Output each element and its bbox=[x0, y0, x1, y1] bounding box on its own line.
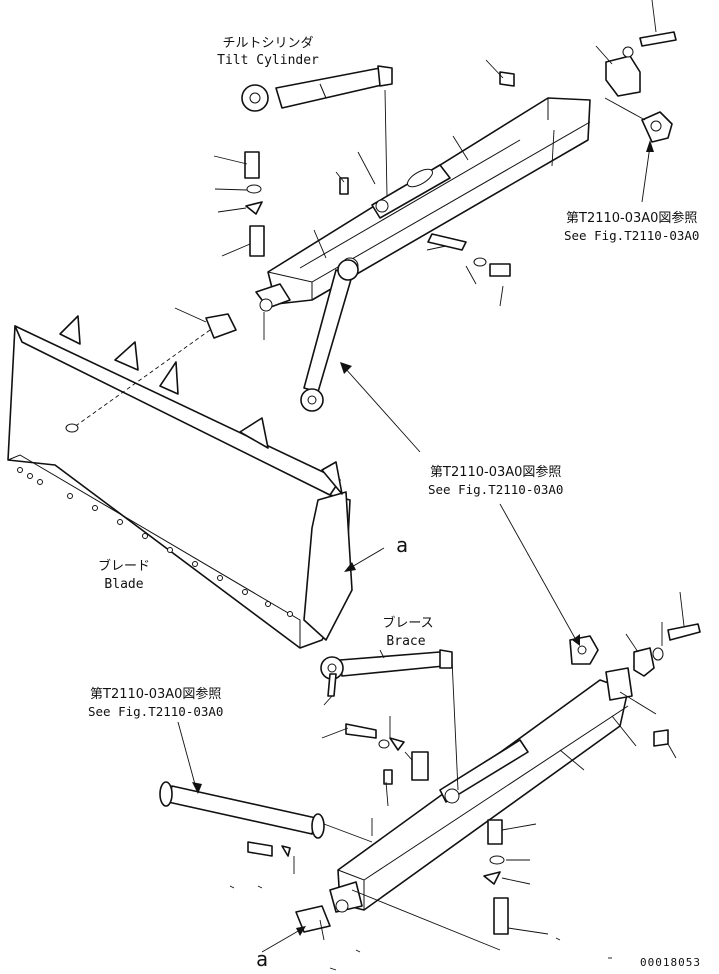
tilt-cylinder-label-jp: チルトシリンダ bbox=[222, 36, 313, 51]
blade-bolt-holes bbox=[17, 467, 293, 617]
brace-label-jp: ブレース bbox=[382, 615, 433, 631]
upper-brace-pipe bbox=[300, 259, 359, 412]
ref-label-top-jp: 第T2110-03A0図参照 bbox=[566, 210, 697, 226]
brace-label: Brace bbox=[386, 634, 425, 649]
ref-label-mid-jp: 第T2110-03A0図参照 bbox=[430, 464, 561, 480]
tilt-cylinder-label: Tilt Cylinder bbox=[217, 53, 319, 68]
drawing-number: 00018053 bbox=[640, 956, 701, 969]
labels: チルトシリンダ Tilt Cylinder 第T2110-03A0図参照 See… bbox=[88, 36, 701, 971]
lower-leaders bbox=[177, 503, 685, 971]
lower-left-pipe bbox=[159, 781, 325, 839]
marker-a-right: a bbox=[396, 533, 408, 557]
ref-label-left: See Fig.T2110-03A0 bbox=[88, 704, 223, 719]
marker-a-bottom: a bbox=[256, 947, 268, 971]
upper-frame-arm bbox=[255, 97, 591, 312]
blade bbox=[7, 315, 353, 649]
ref-label-top: See Fig.T2110-03A0 bbox=[564, 228, 699, 243]
ref-label-mid: See Fig.T2110-03A0 bbox=[428, 482, 563, 497]
ref-label-left-jp: 第T2110-03A0図参照 bbox=[90, 686, 221, 702]
blade-label: Blade bbox=[104, 577, 143, 592]
lower-frame-arm bbox=[329, 667, 633, 913]
upper-hardware bbox=[205, 71, 515, 339]
lower-brace bbox=[320, 649, 453, 680]
blade-label-jp: ブレード bbox=[98, 558, 150, 574]
upper-leaders bbox=[174, 0, 657, 453]
tilt-cylinder bbox=[241, 65, 393, 112]
upper-cap-bracket bbox=[605, 31, 677, 143]
